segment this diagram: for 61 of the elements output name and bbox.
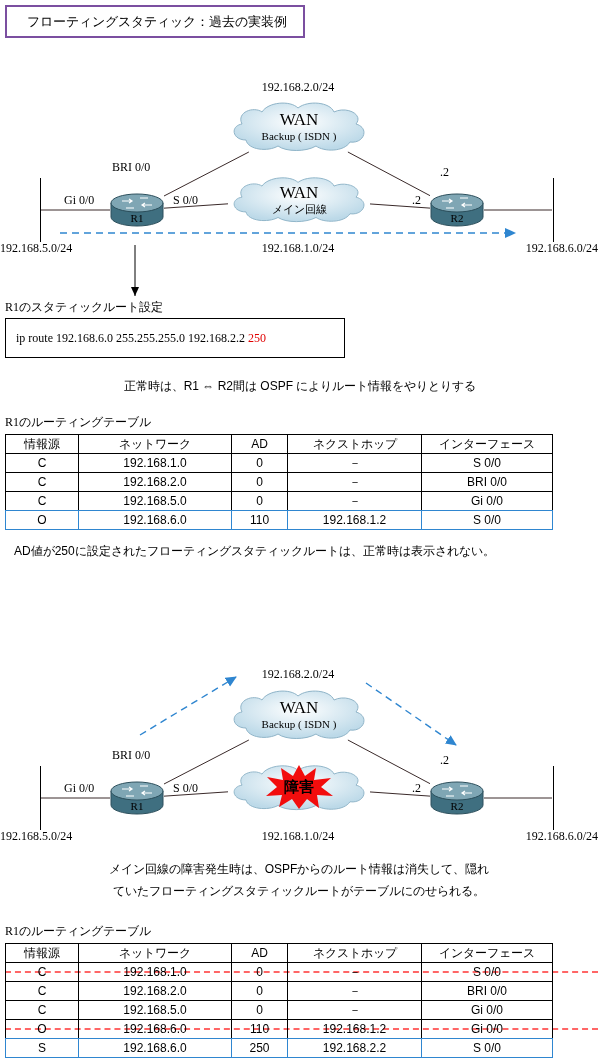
interface-label: .2 [440, 752, 450, 769]
interface-label: .2 [412, 780, 422, 797]
network-label: 192.168.1.0/24 [260, 828, 336, 845]
table-cell: 192.168.6.0 [78, 1038, 232, 1058]
link-line [163, 151, 250, 197]
network-label: 192.168.2.0/24 [260, 666, 336, 683]
cloud-label: WAN [279, 181, 319, 203]
cloud-label: メイン回線 [271, 202, 327, 217]
table-cell: 192.168.6.0 [78, 510, 232, 530]
interface-label: .2 [440, 164, 450, 181]
table-cell: 110 [231, 510, 288, 530]
arrow [131, 244, 139, 297]
cloud-label: Backup ( ISDN ) [261, 717, 337, 732]
burst-shape: 障害 [264, 765, 334, 809]
interface-label: S 0/0 [173, 780, 199, 797]
table-cell: S 0/0 [421, 510, 553, 530]
table-heading: R1のルーティングテーブル [5, 414, 152, 431]
header-cell: インターフェース [421, 943, 553, 963]
note-text: AD値が250に設定されたフローティングスタティックルートは、正常時は表示されない。 [14, 543, 496, 560]
table-cell: O [5, 510, 79, 530]
interface-label: .2 [412, 192, 422, 209]
interface-label: Gi 0/0 [64, 192, 96, 209]
header-cell: 情報源 [5, 943, 79, 963]
link-line [163, 739, 250, 785]
note-text: 正常時は、R1 ⇔ R2間は OSPF によりルート情報をやりとりする [122, 378, 478, 395]
link-line [347, 151, 431, 197]
interface-label: BRI 0/0 [112, 159, 152, 176]
network-label: 192.168.5.0/24 [0, 240, 74, 257]
interface-label: Gi 0/0 [64, 780, 96, 797]
link-line [163, 791, 229, 797]
command-text: ip route 192.168.6.0 255.255.255.0 192.168.2.2 [16, 330, 245, 347]
config-heading: R1のスタティックルート設定 [5, 299, 164, 316]
table-cell: 192.168.1.2 [287, 510, 422, 530]
link-line [347, 739, 431, 785]
table-cell: S 0/0 [421, 1038, 553, 1058]
link-line [483, 797, 553, 799]
cloud-label: WAN [279, 696, 319, 718]
link-line [163, 203, 229, 209]
link-line [40, 797, 111, 799]
link-line [369, 791, 431, 797]
link-line [483, 209, 553, 211]
table-cell: 250 [231, 1038, 288, 1058]
interface-label: BRI 0/0 [112, 747, 152, 764]
title-box: フローティングスタティック：過去の実装例 [5, 5, 305, 38]
interface-label: S 0/0 [173, 192, 199, 209]
network-label: 192.168.6.0/24 [524, 828, 598, 845]
network-label: 192.168.2.0/24 [260, 79, 336, 96]
table-heading: R1のルーティングテーブル [5, 923, 152, 940]
table-cell: 192.168.2.2 [287, 1038, 422, 1058]
network-label: 192.168.1.0/24 [260, 240, 336, 257]
header-cell: 情報源 [5, 434, 79, 454]
cloud-label: WAN [279, 108, 319, 130]
network-label: 192.168.5.0/24 [0, 828, 74, 845]
link-line [369, 203, 431, 209]
link-line [40, 209, 111, 211]
header-cell: インターフェース [421, 434, 553, 454]
network-label: 192.168.6.0/24 [524, 240, 598, 257]
cloud-label: Backup ( ISDN ) [261, 129, 337, 144]
ad-value: 250 [248, 330, 266, 347]
table-cell: S [5, 1038, 79, 1058]
note-text: メイン回線の障害発生時は、OSPFからのルート情報は消失して、隠れていたフローティングスタティックルートがテーブルにのせられる。 [107, 861, 491, 900]
